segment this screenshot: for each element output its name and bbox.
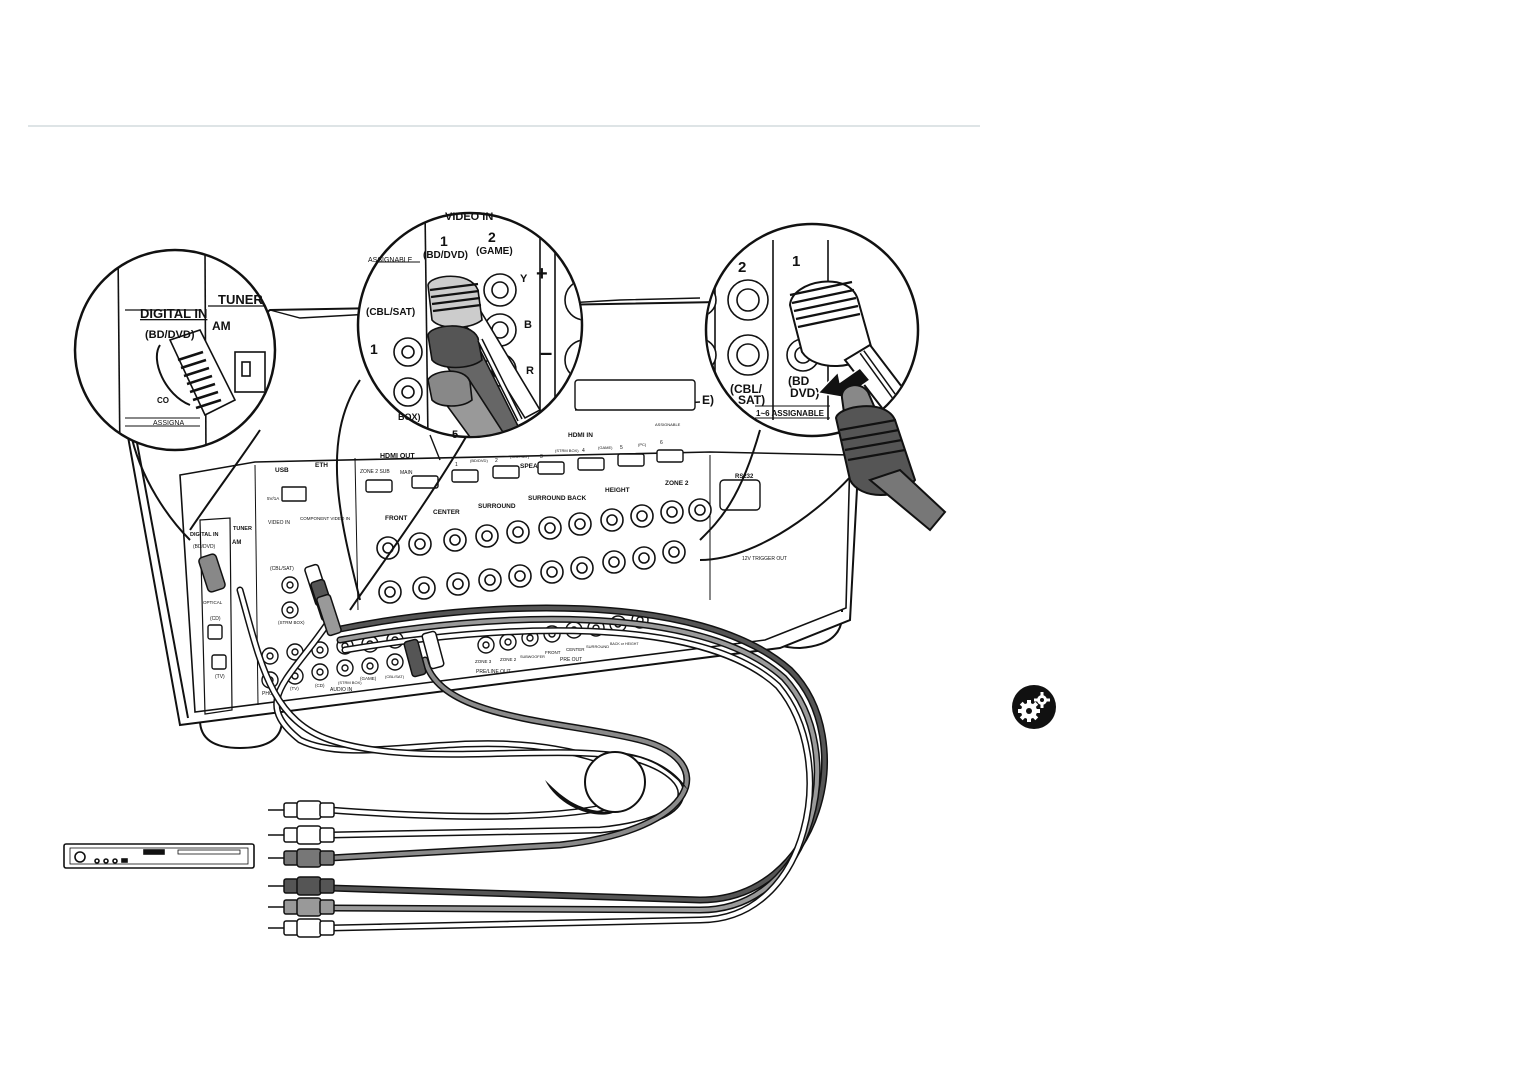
hdmi-in-5: 5 — [620, 445, 623, 451]
zoom-center-video-in: VIDEO IN — [445, 211, 493, 223]
usb-rating: 5V/1A — [267, 496, 279, 501]
panel-audio-in-label: AUDIO IN — [330, 687, 353, 693]
surround-pre-label: SURROUND — [586, 644, 609, 649]
ethernet-label: ETH — [315, 462, 328, 469]
zone2-label: ZONE 2 — [665, 480, 689, 487]
center-label: CENTER — [433, 509, 460, 516]
hdmi-in-game: (GAME) — [598, 445, 613, 450]
zoom-center-y: Y — [520, 273, 528, 285]
zoom-center-2: 2 — [488, 229, 496, 245]
cable-ends — [268, 800, 335, 938]
surround-label: SURROUND — [478, 503, 516, 510]
cable-tie — [545, 751, 688, 815]
hdmi-in-6: 6 — [660, 440, 663, 446]
zoom-right-2: 2 — [738, 259, 746, 276]
zoom-center-b: B — [524, 319, 532, 331]
zoom-right-e: E) — [702, 393, 714, 407]
zoom-center-bd-dvd: (BD/DVD) — [423, 250, 468, 261]
zoom-center-1: 1 — [440, 233, 448, 249]
speaker-terminals — [376, 498, 712, 604]
panel-digital-in-label: DIGITAL IN — [190, 532, 219, 538]
audio-in-strm: (STRM BOX) — [338, 680, 362, 685]
zoom-left-co: CO — [157, 396, 169, 405]
hdmi-out-label: HDMI OUT — [380, 453, 415, 460]
callout-outlines — [129, 379, 881, 611]
pre-out-label: PRE OUT — [560, 657, 582, 663]
panel-cd-label: (CD) — [210, 616, 221, 622]
panel-tuner-label: TUNER — [233, 526, 252, 532]
zoom-right-bd-2: DVD) — [790, 386, 819, 400]
zoom-left-am: AM — [212, 319, 231, 333]
hdmi-in-strm: (STRM BOX) — [555, 448, 579, 453]
hdmi-in-2: 2 — [495, 458, 498, 464]
front-label: FRONT — [385, 515, 407, 522]
zoom-digital-in: DIGITAL IN TUNER (BD/DVD) AM CO ASSIGNA — [73, 248, 277, 452]
surround-back-label: SURROUND BACK — [528, 495, 586, 502]
panel-tv-label: (TV) — [215, 674, 225, 680]
zoom-right-cbl-sat-2: SAT) — [738, 393, 765, 407]
zoom-center-cbl-sat: (CBL/SAT) — [366, 307, 415, 318]
zone3-label: ZONE 3 — [475, 659, 492, 664]
usb-label: USB — [275, 467, 289, 474]
panel-video-in-label: VIDEO IN — [268, 520, 290, 526]
bd-dvd-player — [63, 843, 255, 869]
zoom-center-1-left: 1 — [370, 341, 378, 357]
pre-line-out-label: PRE/LINE OUT — [476, 669, 511, 675]
zoom-right-bd-1: (BD — [788, 374, 810, 388]
zoom-center-5: 5 — [452, 429, 458, 441]
zoom-right-cbl-sat-1: (CBL/ — [730, 382, 763, 396]
hdmi-in-label: HDMI IN — [568, 432, 593, 439]
center-pre-label: CENTER — [566, 647, 585, 652]
zoom-center-box: BOX) — [398, 412, 421, 422]
panel-plugs — [198, 553, 445, 678]
zone2-sub-label: ZONE 2 SUB — [360, 469, 390, 475]
panel-optical-label: OPTICAL — [203, 600, 223, 605]
audio-in-game: (GAME) — [360, 676, 377, 681]
hdmi-in-3: 3 — [540, 454, 543, 460]
trigger-out-label: 12V TRIGGER OUT — [742, 556, 787, 562]
zoom-right-1: 1 — [792, 253, 800, 270]
back-height-label: BACK or HEIGHT — [610, 642, 639, 646]
inserted-plug — [834, 384, 947, 532]
subwoofer-label: SUBWOOFER — [520, 655, 545, 659]
panel-phono-label: PHONO — [262, 691, 280, 697]
hdmi-in-cbl: (CBL/SAT) — [510, 454, 530, 459]
zoom-center-game: (GAME) — [476, 246, 513, 257]
hdmi-in-1: 1 — [455, 462, 458, 468]
zoom-left-tuner: TUNER — [218, 292, 263, 307]
zoom-center-r: R — [526, 365, 534, 377]
hdmi-in-pc: (PC) — [638, 442, 647, 447]
panel-bd-dvd-label: (BD/DVD) — [193, 544, 216, 550]
height-label: HEIGHT — [605, 487, 630, 494]
zoom-left-assignable: ASSIGNA — [153, 420, 184, 427]
zoom-center-assignable: ASSIGNABLE — [368, 257, 413, 264]
hdmi-in-bd: (BD/DVD) — [470, 458, 488, 463]
zone2-pre-label: ZONE 2 — [500, 657, 517, 662]
panel-am-label: AM — [232, 540, 241, 546]
audio-in-tv: (TV) — [290, 686, 299, 691]
main-label: MAIN — [400, 470, 413, 476]
panel-cbl-sat-label: (CBL/SAT) — [270, 566, 294, 572]
hdmi-ports — [281, 449, 761, 511]
audio-in-cbl: (CBL/SAT) — [385, 674, 405, 679]
zoom-right-assignable: 1~6 ASSIGNABLE — [756, 409, 825, 418]
front-pre-label: FRONT — [545, 650, 561, 655]
panel-component-label: COMPONENT VIDEO IN — [300, 516, 350, 521]
panel-strm-box-label: (STRM BOX) — [278, 620, 305, 625]
zoom-left-bd-dvd: (BD/DVD) — [145, 329, 195, 341]
audio-in-cd: (CD) — [315, 683, 325, 688]
zoom-component-video-in: VIDEO IN 1 2 (BD/DVD) (GAME) ASSIGNABLE … — [356, 211, 584, 441]
zoom-left-digital-in: DIGITAL IN — [140, 306, 207, 321]
zoom-center-minus: – — [540, 340, 552, 365]
zoom-center-plus: + — [536, 263, 548, 285]
gears-icon — [1012, 685, 1056, 729]
video-cables — [236, 586, 828, 932]
hdmi-in-4: 4 — [582, 448, 585, 454]
hdmi-assignable-label: ASSIGNABLE — [655, 422, 681, 427]
